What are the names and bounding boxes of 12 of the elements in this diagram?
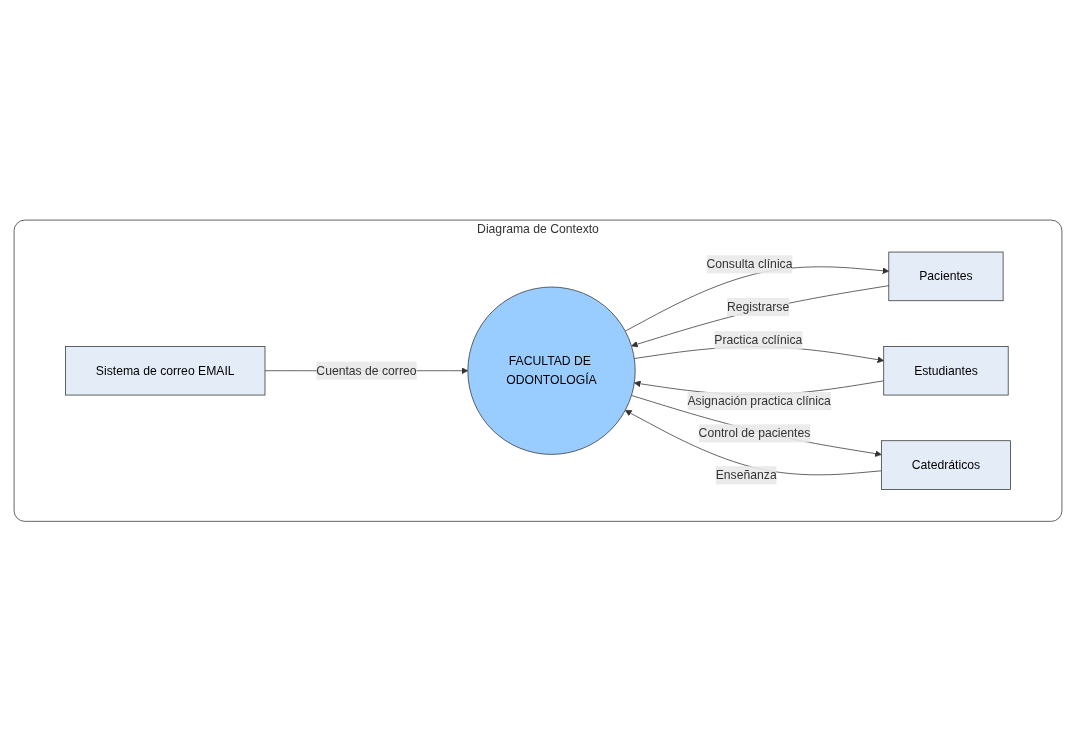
edge-label: Registrarse [726,299,789,313]
edge-label: Control de pacientes [698,426,810,440]
edge-label: Cuentas de correo [315,363,416,377]
edge-label: Enseñanza [715,468,777,482]
edge-label: Practica cclínica [713,333,802,347]
edge-label: Consulta clínica [706,257,792,271]
node-circle: FACULTAD DE ODONTOLOGÍA [466,286,636,455]
node-box: Estudiantes [882,345,1009,396]
node-box: Catedráticos [880,440,1011,490]
node-box: Pacientes [887,251,1003,301]
edge-label: Asignación practica clínica [686,393,831,407]
node-box: Sistema de correo EMAIL [64,345,265,396]
